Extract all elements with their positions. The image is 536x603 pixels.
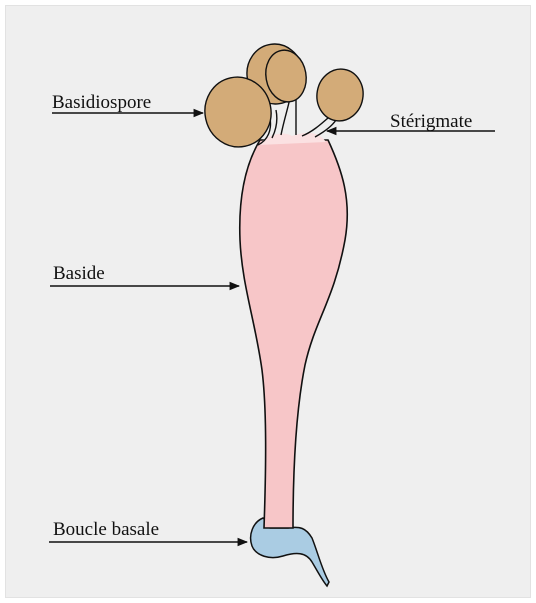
label-sterigmate: Stérigmate	[390, 111, 472, 132]
baside-shape	[240, 140, 348, 528]
label-basidiospore: Basidiospore	[52, 92, 151, 113]
sterigmate-right	[302, 118, 336, 137]
label-boucle-basale: Boucle basale	[53, 519, 159, 540]
label-baside: Baside	[53, 263, 105, 284]
basidiospore-right	[313, 65, 367, 124]
